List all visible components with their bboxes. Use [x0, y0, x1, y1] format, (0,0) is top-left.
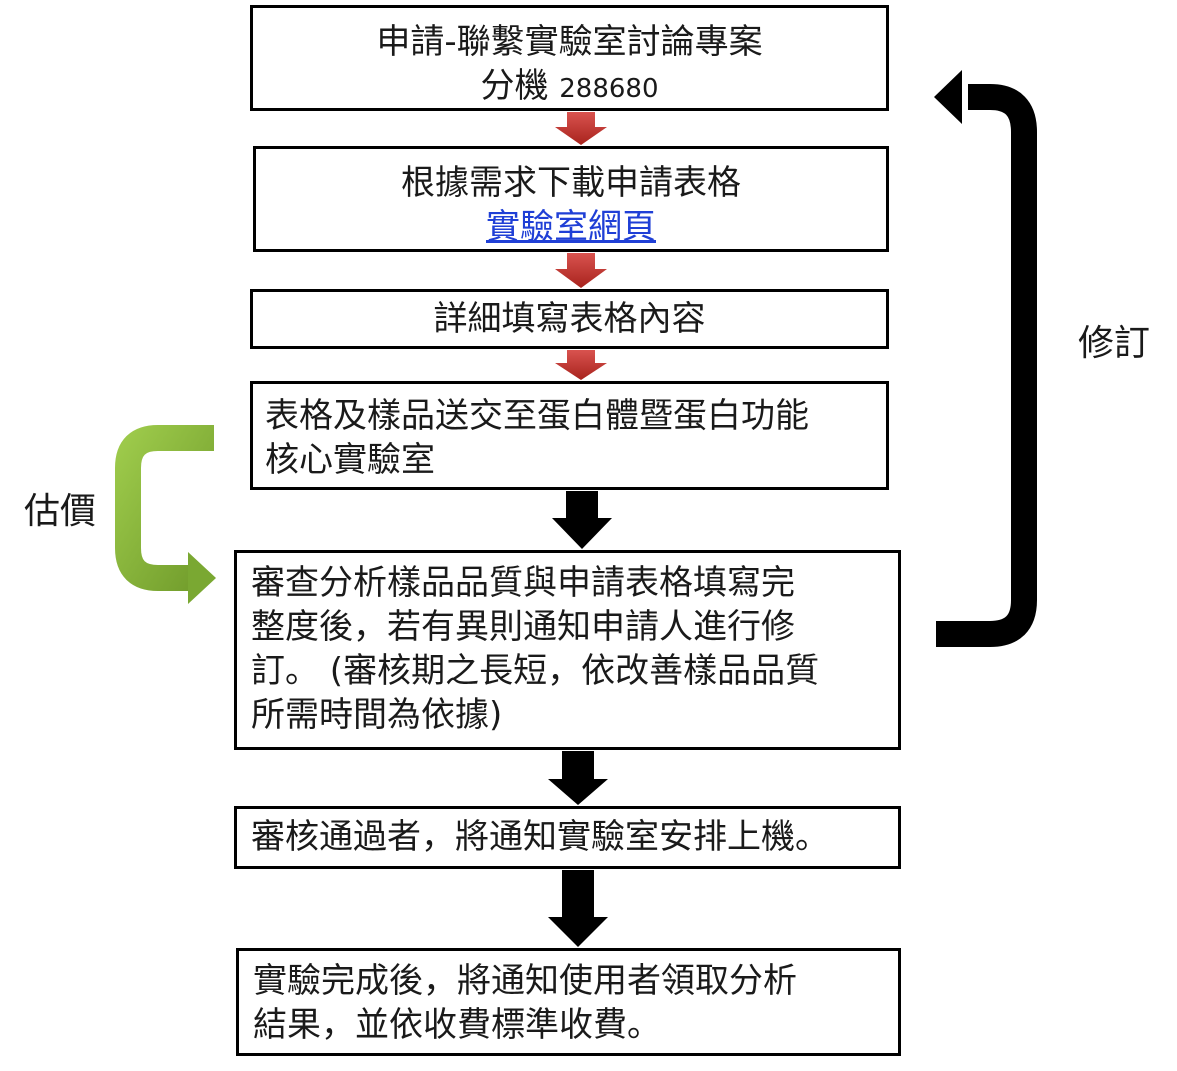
- step-review-quality-line2: 整度後，若有異則通知申請人進行修: [251, 607, 795, 647]
- step-review-quality-line1: 審查分析樣品品質與申請表格填寫完: [251, 563, 795, 603]
- step-submit-samples-line2: 核心實驗室: [265, 440, 435, 480]
- step-submit-samples: 表格及樣品送交至蛋白體暨蛋白功能 核心實驗室: [250, 381, 889, 490]
- step-schedule-run: 審核通過者，將通知實驗室安排上機。: [234, 806, 901, 869]
- revise-loop-arrowhead: [934, 70, 962, 124]
- black-down-arrow-2: [548, 751, 608, 805]
- extension-number: 288680: [559, 74, 659, 104]
- black-down-arrow-1: [552, 491, 612, 549]
- step-contact-lab-title: 申請-聯繫實驗室討論專案: [376, 22, 763, 62]
- step-review-quality-line4: 所需時間為依據): [251, 695, 503, 735]
- step-collect-results: 實驗完成後，將通知使用者領取分析 結果，並依收費標準收費。: [236, 948, 901, 1056]
- step-download-form-title: 根據需求下載申請表格: [401, 163, 741, 203]
- estimate-label: 估價: [24, 491, 97, 532]
- step-contact-lab: 申請-聯繫實驗室討論專案 分機 288680: [250, 5, 889, 111]
- step-download-form: 根據需求下載申請表格 實驗室網頁: [253, 146, 889, 252]
- step-collect-results-line1: 實驗完成後，將通知使用者領取分析: [253, 961, 797, 1001]
- lab-webpage-link[interactable]: 實驗室網頁: [486, 207, 656, 247]
- step-schedule-run-title: 審核通過者，將通知實驗室安排上機。: [251, 817, 829, 857]
- step-fill-form: 詳細填寫表格內容: [250, 289, 889, 349]
- step-review-quality: 審查分析樣品品質與申請表格填寫完 整度後，若有異則通知申請人進行修 訂。 (審核…: [234, 550, 901, 750]
- step-contact-lab-extension: 分機 288680: [253, 64, 886, 111]
- red-down-arrow-3: [555, 350, 607, 380]
- step-submit-samples-line1: 表格及樣品送交至蛋白體暨蛋白功能: [265, 396, 809, 436]
- revise-label: 修訂: [1078, 323, 1151, 364]
- estimate-loop-arrowhead: [188, 552, 216, 604]
- estimate-loop-arrow: [115, 425, 214, 591]
- step-collect-results-line2: 結果，並依收費標準收費。: [253, 1005, 661, 1045]
- red-down-arrow-2: [555, 253, 607, 288]
- extension-prefix: 分機: [480, 66, 560, 106]
- step-review-quality-line3: 訂。 (審核期之長短，依改善樣品品質: [251, 651, 820, 691]
- revise-loop-arrow: [936, 84, 1037, 647]
- step-fill-form-title: 詳細填寫表格內容: [433, 299, 706, 339]
- black-down-arrow-3: [548, 870, 608, 947]
- red-down-arrow-1: [555, 112, 607, 145]
